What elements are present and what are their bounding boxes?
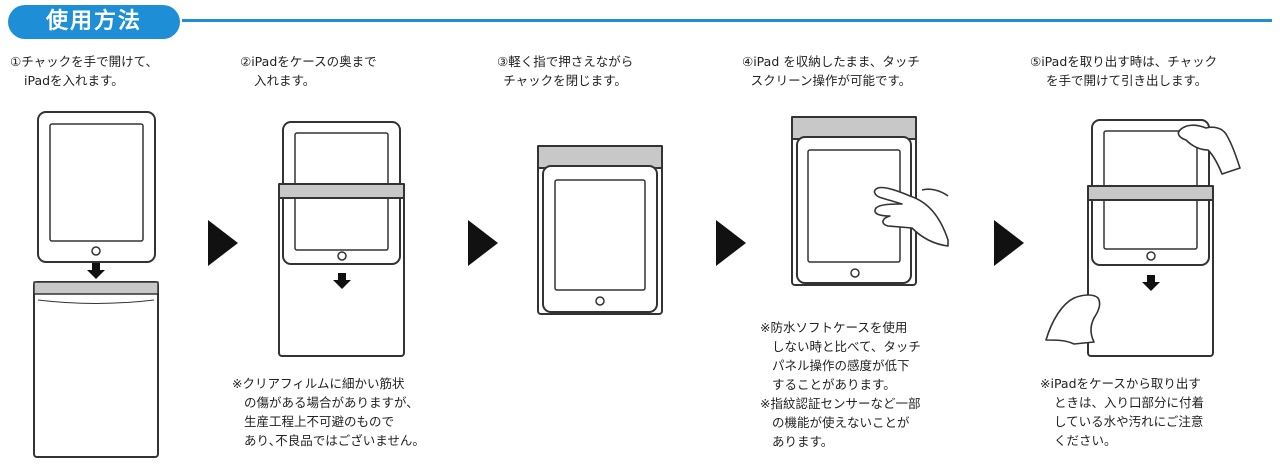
header-rule xyxy=(182,19,1272,22)
next-step-arrow-icon xyxy=(208,220,238,266)
step4-note-line: あります。 xyxy=(772,434,834,449)
step4-note-line: パネル操作の感度が低下 xyxy=(772,358,910,373)
step1-ipad-icon xyxy=(37,111,156,263)
step3-caption-line1: ③軽く指で押さえながら xyxy=(497,54,634,69)
step1-case-icon xyxy=(33,281,159,458)
step5-zipper xyxy=(1087,185,1214,201)
step2-caption-line2: 入れます。 xyxy=(254,73,316,88)
step4-note-line: の機能が使えないことが xyxy=(772,415,910,430)
step1-down-arrow-icon xyxy=(87,263,105,279)
step5-caption: ⑤iPadを取り出す時は、チャック を手で開けて引き出します。 xyxy=(1030,52,1217,90)
step5-caption-line1: ⑤iPadを取り出す時は、チャック xyxy=(1030,54,1218,69)
step1-caption-line1: ①チャックを手で開けて、 xyxy=(10,54,158,69)
step2-note-line: 生産工程上不可避のもので xyxy=(244,414,395,429)
step5-top-hand-icon xyxy=(1177,124,1241,175)
step4-caption: ④iPad を収納したまま、タッチ スクリーン操作が可能です。 xyxy=(742,52,920,90)
step2-caption: ②iPadをケースの奥まで 入れます。 xyxy=(240,52,377,90)
step1-caption: ①チャックを手で開けて、 iPadを入れます。 xyxy=(10,52,158,90)
step5-note: ※iPadをケースから取り出す ときは、入り口部分に付着 している水や汚れにご注… xyxy=(1040,374,1204,450)
step4-hand-icon xyxy=(873,186,949,247)
step4-note-line: ※指紋認証センサーなど一部 xyxy=(760,396,921,411)
step5-note-line: している水や汚れにご注意 xyxy=(1054,414,1204,429)
step4-ipad-icon xyxy=(796,136,912,284)
step3-caption: ③軽く指で押さえながら チャックを閉じます。 xyxy=(497,52,633,90)
step4-note: ※防水ソフトケースを使用 しない時と比べて、タッチ パネル操作の感度が低下 する… xyxy=(760,318,921,451)
step2-note: ※クリアフィルムに細かい筋状 の傷がある場合がありますが、 生産工程上不可避のも… xyxy=(232,374,425,450)
step2-note-line: ※クリアフィルムに細かい筋状 xyxy=(232,376,405,391)
step2-note-line: の傷がある場合がありますが、 xyxy=(244,395,419,410)
step2-caption-line1: ②iPadをケースの奥まで xyxy=(240,54,377,69)
step4-caption-line1: ④iPad を収納したまま、タッチ xyxy=(742,54,920,69)
step4-caption-line2: スクリーン操作が可能です。 xyxy=(750,73,912,88)
step2-zipper xyxy=(278,183,405,199)
step5-note-line: ときは、入り口部分に付着 xyxy=(1054,395,1205,410)
step4-note-line: ※防水ソフトケースを使用 xyxy=(760,320,908,335)
step3-ipad-icon xyxy=(542,165,658,313)
step5-caption-line2: を手で開けて引き出します。 xyxy=(1046,73,1208,88)
step5-note-line: ※iPadをケースから取り出す xyxy=(1040,376,1201,391)
next-step-arrow-icon xyxy=(994,220,1024,266)
next-step-arrow-icon xyxy=(716,220,746,266)
step4-note-line: することがあります。 xyxy=(772,377,896,392)
step5-bottom-hand-icon xyxy=(1045,294,1101,345)
step4-note-line: しない時と比べて、タッチ xyxy=(772,339,921,354)
next-step-arrow-icon xyxy=(468,220,498,266)
section-title: 使用方法 xyxy=(8,5,180,39)
step3-caption-line2: チャックを閉じます。 xyxy=(503,73,627,88)
step2-note-line: あり､不良品ではございません。 xyxy=(244,433,425,448)
step2-down-arrow-icon xyxy=(333,273,351,289)
step5-down-arrow-icon xyxy=(1142,275,1160,291)
step1-caption-line2: iPadを入れます。 xyxy=(24,73,124,88)
step5-note-line: ください。 xyxy=(1054,433,1117,448)
